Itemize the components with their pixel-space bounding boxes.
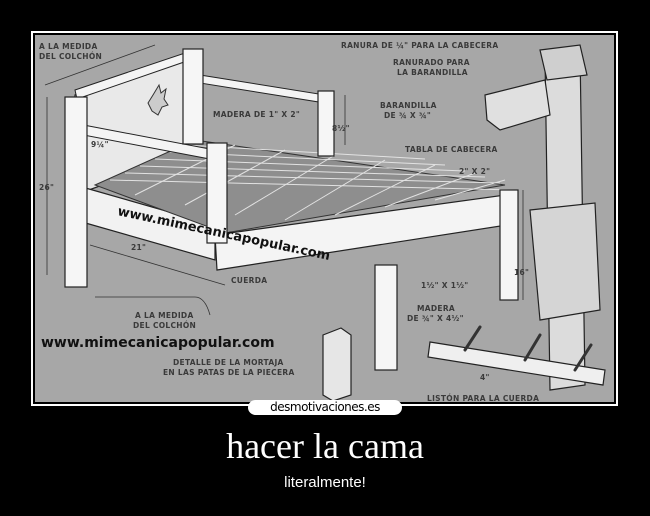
svg-text:9¼": 9¼" (91, 140, 109, 149)
poster-title: hacer la cama (226, 426, 424, 466)
svg-text:RANURA DE ¼" PARA LA CABECERA: RANURA DE ¼" PARA LA CABECERA (341, 41, 498, 50)
svg-text:8½": 8½" (332, 124, 350, 133)
svg-text:A LA MEDIDA: A LA MEDIDA (135, 311, 194, 320)
post-back-right (317, 90, 335, 157)
leg-back-right (499, 189, 519, 301)
svg-text:MADERA: MADERA (417, 304, 455, 313)
post-back-left (182, 48, 204, 145)
svg-text:DEL COLCHÓN: DEL COLCHÓN (133, 321, 196, 330)
post-front-mid (206, 142, 228, 244)
bed-diagram: A LA MEDIDA DEL COLCHÓN MADERA DE 1" X 2… (39, 41, 606, 402)
svg-text:LISTÓN PARA LA CUERDA: LISTÓN PARA LA CUERDA (427, 394, 539, 402)
svg-text:2" X 2": 2" X 2" (459, 167, 490, 176)
svg-text:MADERA DE 1" X 2": MADERA DE 1" X 2" (213, 110, 300, 119)
svg-text:LA BARANDILLA: LA BARANDILLA (397, 68, 468, 77)
site-badge-text: desmotivaciones.es (270, 400, 380, 414)
rope-strip (427, 341, 606, 386)
svg-text:BARANDILLA: BARANDILLA (380, 101, 437, 110)
svg-text:DEL COLCHÓN: DEL COLCHÓN (39, 52, 102, 61)
svg-text:CUERDA: CUERDA (231, 276, 267, 285)
svg-text:1½" X 1½": 1½" X 1½" (421, 281, 468, 290)
site-badge: desmotivaciones.es (248, 400, 402, 415)
svg-text:DETALLE DE LA MORTAJA: DETALLE DE LA MORTAJA (173, 358, 284, 367)
watermark-bottom: www.mimecanicapopular.com (41, 335, 275, 351)
svg-text:EN LAS PATAS DE LA PIECERA: EN LAS PATAS DE LA PIECERA (163, 368, 295, 377)
poster-subtitle: literalmente! (284, 474, 366, 491)
bunny-decoration (147, 83, 169, 116)
svg-text:TABLA DE CABECERA: TABLA DE CABECERA (405, 145, 498, 154)
bed-blueprint-illustration: A LA MEDIDA DEL COLCHÓN MADERA DE 1" X 2… (35, 35, 614, 402)
poster-frame: A LA MEDIDA DEL COLCHÓN MADERA DE 1" X 2… (31, 31, 618, 406)
svg-text:26": 26" (39, 183, 54, 192)
svg-text:21": 21" (131, 243, 146, 252)
svg-text:4": 4" (480, 373, 490, 382)
mortise-detail (322, 327, 352, 402)
svg-text:16": 16" (514, 268, 529, 277)
post-front-left (64, 96, 88, 288)
leg-front-right (374, 264, 398, 371)
svg-text:DE ¾ X ¾": DE ¾ X ¾" (384, 111, 431, 120)
svg-text:DE ¾" X 4½": DE ¾" X 4½" (407, 314, 464, 323)
svg-text:A LA MEDIDA: A LA MEDIDA (39, 42, 98, 51)
svg-text:RANURADO PARA: RANURADO PARA (393, 58, 470, 67)
